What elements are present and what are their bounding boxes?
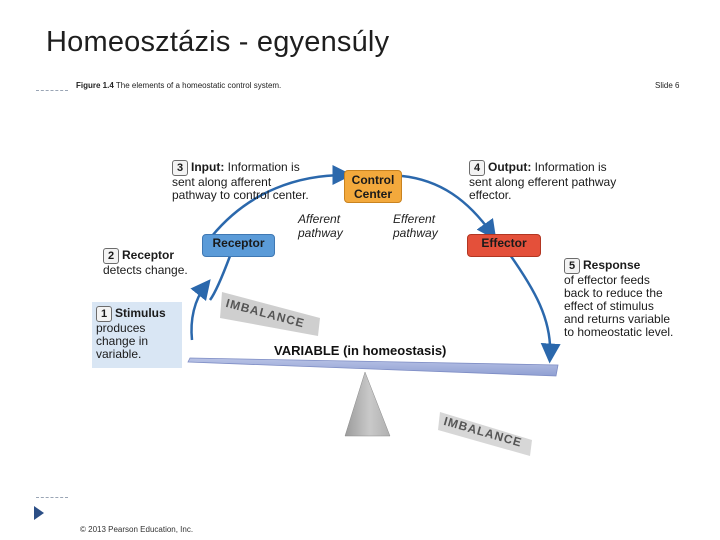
receptor-link-arrow [208, 255, 232, 301]
step-number-badge: 5 [564, 258, 580, 274]
figure-label: Figure 1.4 [76, 81, 114, 90]
slide-number: Slide 6 [655, 81, 680, 90]
figure-caption: Figure 1.4 The elements of a homeostatic… [76, 81, 281, 90]
afferent-arrow [211, 165, 353, 237]
receptor-box: Receptor [202, 234, 275, 257]
effector-box: Effector [467, 234, 541, 257]
stimulus-text: produces change in variable. [96, 321, 149, 361]
receptor-label: Receptor [212, 236, 265, 250]
step-number-badge: 3 [172, 160, 188, 176]
slide-title: Homeosztázis - egyensúly [46, 26, 390, 58]
receptor-step-text: detects change. [103, 263, 188, 277]
afferent-pathway-label: Afferent pathway [298, 212, 343, 240]
response-arrow [506, 251, 561, 364]
input-title: Input: [191, 160, 225, 174]
control-center-label: Control Center [351, 173, 395, 201]
output-title: Output: [488, 160, 532, 174]
output-text: Information is sent along efferent pathw… [469, 160, 617, 202]
efferent-pathway-label: Efferent pathway [393, 212, 438, 240]
decorative-divider [36, 497, 68, 498]
response-title: Response [583, 258, 641, 272]
decorative-divider [36, 90, 68, 91]
efferent-arrow [401, 174, 497, 241]
effector-label: Effector [481, 236, 527, 250]
step-number-badge: 1 [96, 306, 112, 322]
step-number-badge: 2 [103, 248, 119, 264]
response-text: of effector feeds back to reduce the eff… [564, 273, 674, 339]
seesaw-beam [187, 357, 559, 377]
figure-caption-text: The elements of a homeostatic control sy… [115, 81, 282, 90]
copyright-notice: © 2013 Pearson Education, Inc. [80, 525, 194, 534]
step-number-badge: 4 [469, 160, 485, 176]
input-text: Information is sent along afferent pathw… [172, 160, 309, 202]
variable-label: VARIABLE (in homeostasis) [274, 343, 447, 358]
play-arrow-icon[interactable] [34, 506, 44, 520]
receptor-step-title: Receptor [122, 248, 175, 262]
stimulus-arrow [190, 279, 211, 341]
fulcrum-shape [344, 371, 391, 437]
stimulus-title: Stimulus [115, 306, 166, 320]
imbalance-upper-wedge [220, 292, 320, 336]
imbalance-lower-wedge [438, 412, 532, 456]
control-center-box: Control Center [344, 170, 402, 203]
